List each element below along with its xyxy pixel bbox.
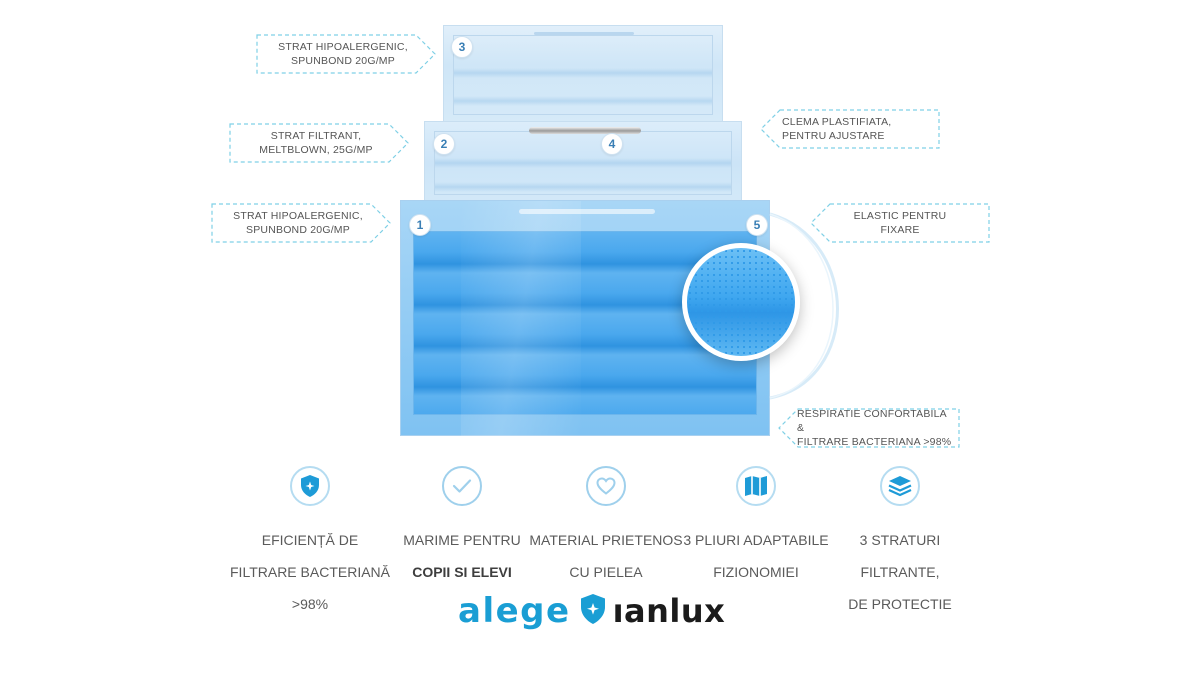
callout-layer-2-line1: STRAT FILTRANT, (270, 130, 362, 142)
feature-layers: 3 STRATURI FILTRANTE, DE PROTECTIE (820, 466, 980, 628)
badge-4: 4 (601, 133, 623, 155)
fabric-magnifier (682, 243, 800, 361)
callout-elastic-line2: FIXARE (880, 224, 920, 236)
feature-pleats: 3 PLIURI ADAPTABILE FIZIONOMIEI (676, 466, 836, 596)
layer-1-sheen (461, 201, 581, 437)
mask-layer-2 (424, 121, 742, 205)
logo-word-brand: ıanlux (612, 592, 726, 630)
layer-3-pleat (454, 68, 712, 78)
callout-layer-1: STRAT HIPOALERGENIC, SPUNBOND 20G/MP (211, 203, 391, 243)
callout-layer-3-line1: STRAT HIPOALERGENIC, (278, 41, 408, 53)
shield-star-icon (290, 466, 330, 506)
badge-5: 5 (746, 214, 768, 236)
feature-filtration-line1: EFICIENȚĂ DE (261, 532, 359, 548)
feature-filtration-line3: >98% (291, 596, 329, 612)
layers-icon (880, 466, 920, 506)
badge-3: 3 (451, 36, 473, 58)
feature-size: MARIME PENTRU COPII SI ELEVI (382, 466, 542, 596)
heart-icon (586, 466, 626, 506)
layer-3-border (453, 35, 713, 115)
feature-pleats-line2: FIZIONOMIEI (713, 564, 799, 580)
callout-clip: CLEMA PLASTIFIATA, PENTRU AJUSTARE (760, 109, 940, 149)
callout-layer-2: STRAT FILTRANT, MELTBLOWN, 25G/MP (229, 123, 409, 163)
callout-clip-line1: CLEMA PLASTIFIATA, (782, 116, 892, 128)
callout-layer-2-line2: MELTBLOWN, 25G/MP (259, 144, 373, 156)
map-folds-icon (736, 466, 776, 506)
callout-layer-3-line2: SPUNBOND 20G/MP (291, 55, 395, 67)
check-icon (442, 466, 482, 506)
callout-elastic: ELASTIC PENTRU FIXARE (810, 203, 990, 243)
feature-filtration-line2: FILTRARE BACTERIANĂ (230, 564, 390, 580)
layer-3-pleat (454, 96, 712, 106)
feature-size-line2: COPII SI ELEVI (412, 564, 512, 580)
mask-layer-3 (443, 25, 723, 125)
brand-logo: alege ıanlux (458, 588, 748, 634)
callout-breathing-line2: FILTRARE BACTERIANA >98% (797, 436, 952, 448)
layer-2-pleat (435, 158, 731, 168)
nose-clip (529, 127, 641, 134)
feature-layers-line3: DE PROTECTIE (848, 596, 952, 612)
feature-layers-line2: FILTRANTE, (860, 564, 940, 580)
feature-skin-friendly: MATERIAL PRIETENOS CU PIELEA (526, 466, 686, 596)
callout-layer-1-line1: STRAT HIPOALERGENIC, (233, 210, 363, 222)
logo-word-alege: alege (458, 591, 571, 631)
feature-pleats-line1: 3 PLIURI ADAPTABILE (683, 532, 829, 548)
feature-filtration: EFICIENȚĂ DE FILTRARE BACTERIANĂ >98% (230, 466, 390, 628)
callout-clip-line2: PENTRU AJUSTARE (782, 130, 885, 142)
callout-layer-3: STRAT HIPOALERGENIC, SPUNBOND 20G/MP (256, 34, 436, 74)
feature-layers-line1: 3 STRATURI (859, 532, 941, 548)
callout-breathing-line1: RESPIRATIE CONFORTABILA & (797, 408, 947, 434)
layer-3-stitch (534, 32, 634, 35)
feature-skin-line2: CU PIELEA (569, 564, 643, 580)
callout-breathing: RESPIRATIE CONFORTABILA & FILTRARE BACTE… (778, 408, 960, 448)
callout-layer-1-line2: SPUNBOND 20G/MP (246, 224, 350, 236)
layer-1-stitch (519, 209, 655, 214)
feature-size-line1: MARIME PENTRU (403, 532, 521, 548)
badge-2: 2 (433, 133, 455, 155)
layer-2-pleat (435, 182, 731, 192)
logo-shield-icon (579, 593, 607, 630)
feature-skin-line1: MATERIAL PRIETENOS (529, 532, 683, 548)
badge-1: 1 (409, 214, 431, 236)
callout-elastic-line1: ELASTIC PENTRU (853, 210, 947, 222)
